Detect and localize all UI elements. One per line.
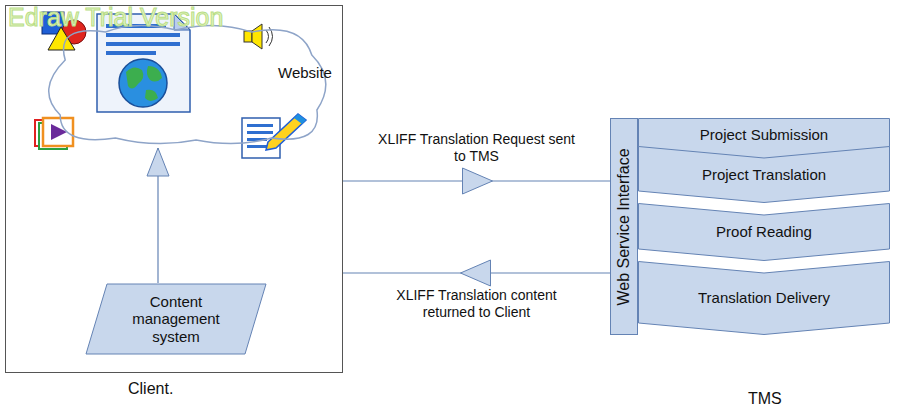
edge-label: XLIFF Translation Request sent to TMS [372,131,582,165]
arrow-head [147,148,169,176]
edge-label: XLIFF Translation content returned to Cl… [372,287,582,321]
client-panel: Client.WebsiteContent management system [5,5,343,373]
speaker-icon [244,24,273,49]
node-text: Translation Delivery [698,289,830,306]
node-text: Project Translation [702,166,826,183]
process-chevron: Project Translation [638,146,890,203]
group-label: TMS [748,390,782,408]
document-pen-icon [242,114,306,158]
process-chevron: Translation Delivery [638,261,890,335]
text-holder: Proof Reading [638,203,890,261]
process-chevron: Proof Reading [638,203,890,261]
node-label: Website [278,64,332,81]
node-text: Content management system [121,293,231,345]
cms-parallelogram: Content management system [85,283,267,355]
node-text: Proof Reading [716,223,812,240]
text-holder: Project Translation [638,146,890,203]
website-cloud: Website [35,20,337,148]
website-cloud-outline [35,20,337,148]
web-service-bar: Web Service Interface [610,118,638,335]
node-text: Project Submission [700,126,828,143]
node-label: Client. [128,380,173,398]
media-icon [35,118,73,149]
flow-connector [343,260,610,286]
arrow-head [463,168,493,194]
text-holder: Translation Delivery [638,261,890,335]
text-holder: Content management system [85,283,267,355]
document-globe-icon [97,14,190,112]
process-chevron: Project Submission [638,118,890,164]
flow-connector [343,168,610,194]
arrow-head [461,260,491,286]
text-holder: Project Submission [638,118,890,164]
node-text: Web Service Interface [615,148,633,305]
flow-connector [147,148,169,283]
